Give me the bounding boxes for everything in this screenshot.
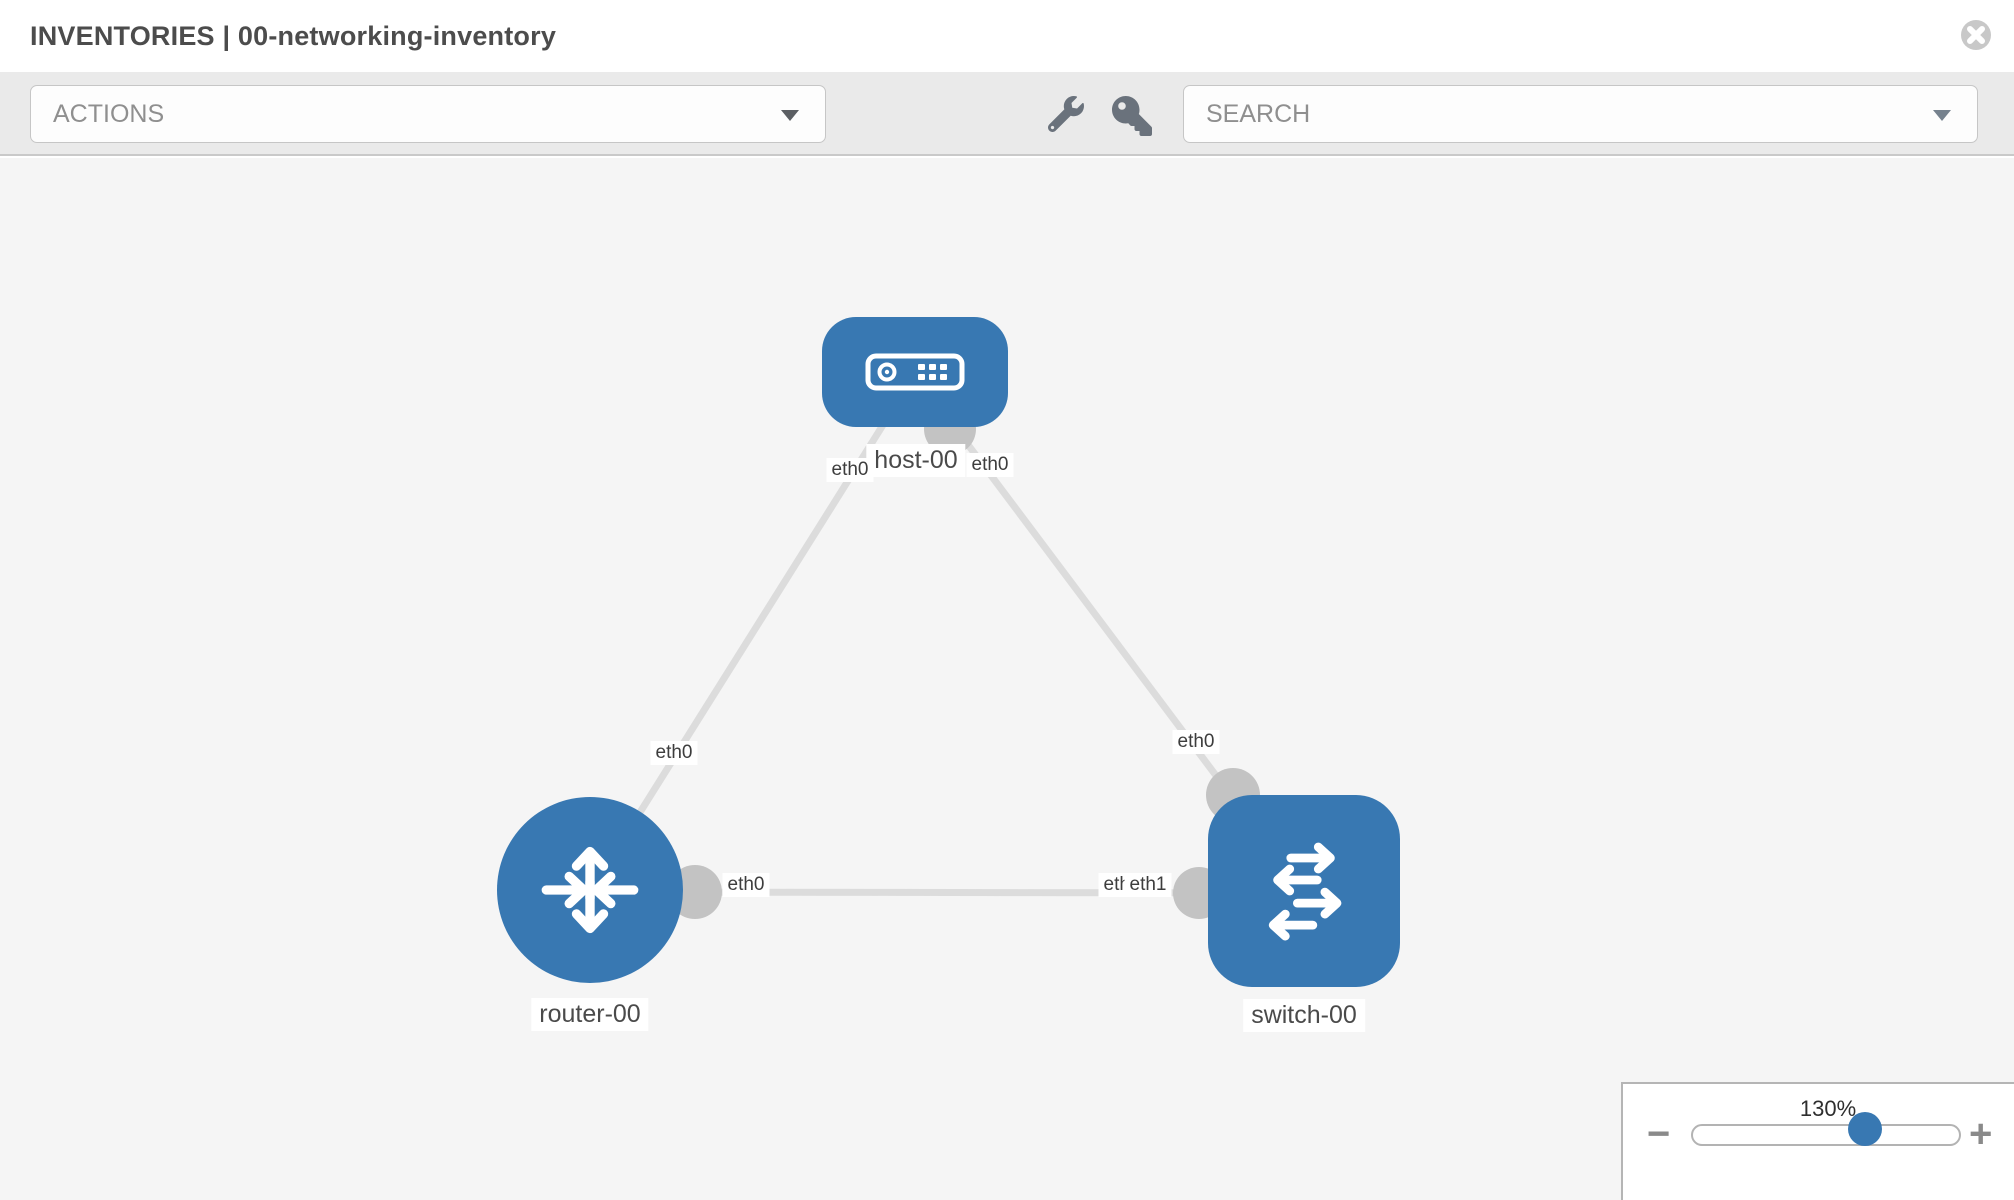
iface-label-router-eth0: eth0 bbox=[722, 873, 770, 897]
node-label-switch: switch-00 bbox=[1243, 999, 1365, 1032]
node-label-host: host-00 bbox=[866, 444, 966, 477]
chevron-down-icon bbox=[1933, 110, 1951, 121]
router-icon bbox=[541, 846, 639, 934]
node-host-00[interactable] bbox=[822, 317, 1008, 427]
actions-dropdown[interactable]: ACTIONS bbox=[30, 85, 826, 143]
node-label-router: router-00 bbox=[531, 998, 649, 1031]
zoom-slider-thumb[interactable] bbox=[1848, 1112, 1882, 1146]
wrench-icon[interactable] bbox=[1047, 96, 1084, 137]
zoom-slider-track[interactable] bbox=[1691, 1124, 1961, 1146]
search-dropdown[interactable]: SEARCH bbox=[1183, 85, 1978, 143]
close-icon bbox=[1961, 20, 1991, 50]
iface-label-switch-eth1: eth1 bbox=[1124, 873, 1172, 897]
zoom-in-button[interactable]: + bbox=[1969, 1112, 1993, 1156]
key-icon[interactable] bbox=[1112, 96, 1152, 141]
close-button[interactable] bbox=[1960, 19, 1992, 51]
actions-dropdown-label: ACTIONS bbox=[53, 100, 165, 128]
node-switch-00[interactable] bbox=[1208, 795, 1400, 987]
switch-icon bbox=[1268, 842, 1342, 941]
iface-label-host-eth0-left: eth0 bbox=[826, 458, 874, 482]
toolbar: ACTIONS SEARCH bbox=[0, 72, 2014, 156]
host-icon bbox=[865, 353, 965, 391]
zoom-value: 130% bbox=[1799, 1096, 1857, 1121]
search-dropdown-label: SEARCH bbox=[1206, 100, 1311, 128]
iface-label-router-eth0-uplink: eth0 bbox=[650, 741, 698, 765]
chevron-down-icon bbox=[781, 110, 799, 121]
topology-canvas[interactable]: host-00 router-00 switch-00 eth0 eth0 et… bbox=[0, 158, 2014, 1200]
header: INVENTORIES | 00-networking-inventory bbox=[0, 0, 2014, 72]
zoom-out-button[interactable]: − bbox=[1647, 1112, 1671, 1156]
page-title: INVENTORIES | 00-networking-inventory bbox=[30, 21, 557, 51]
iface-label-host-eth0-right: eth0 bbox=[966, 453, 1014, 477]
zoom-control-panel: 130% − + bbox=[1621, 1082, 2014, 1200]
node-router-00[interactable] bbox=[497, 797, 683, 983]
links-layer bbox=[587, 371, 1307, 919]
iface-label-switch-eth0-uplink: eth0 bbox=[1172, 730, 1220, 754]
